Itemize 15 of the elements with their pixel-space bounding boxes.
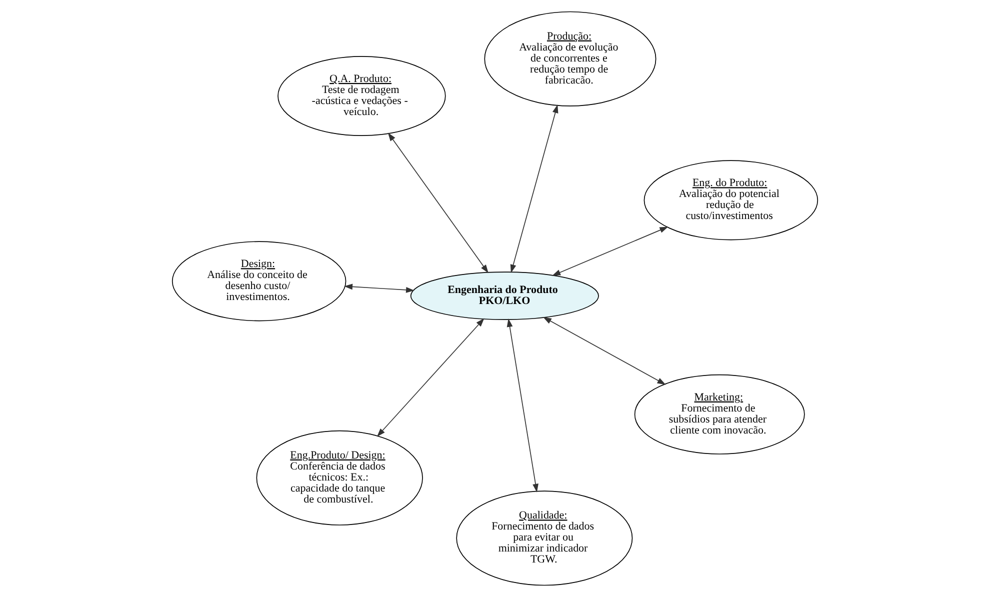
node-ellipse: Design: Análise do conceito de desenho custo/ investimentos.	[172, 241, 346, 322]
arrow	[510, 104, 558, 274]
node-ellipse: Engenharia do Produto PKO/LKO	[410, 272, 599, 320]
arrow	[542, 316, 666, 385]
node-ellipse: Marketing: Fornecimento de subsídios para atender cliente com inovacão.	[634, 374, 805, 454]
arrow	[376, 318, 484, 437]
node-ellipse: Eng.Produto/ Design: Conferência de dados técnicos: Ex.: capacidade do tanque de combustível.	[256, 430, 423, 526]
node-ellipse: Eng. do Produto: Avaliação do potencial redução de custo/investimentos	[644, 160, 818, 240]
node-ellipse: Q.A. Produto: Teste de rodagem -acústica e vedações - veículo.	[278, 56, 446, 136]
node-ellipse: Qualidade: Fornecimento de dados para evitar ou minimizar indicador TGW.	[456, 490, 633, 586]
arrow	[506, 318, 538, 492]
arrow	[388, 132, 488, 274]
arrow	[552, 226, 668, 276]
node-ellipse: Produção: Avaliação de evolução de concorrentes e redução tempo de fabricacão.	[484, 11, 656, 106]
arrow	[344, 284, 414, 293]
